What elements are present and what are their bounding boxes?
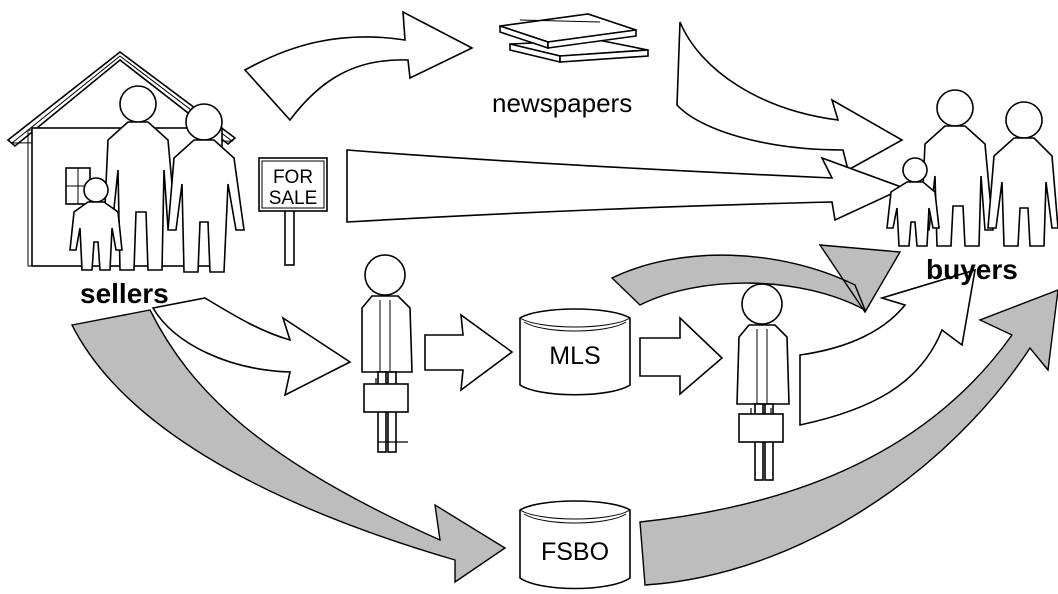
sign-line-2: SALE — [269, 188, 318, 209]
sellers-to-listing-agent-arrow — [151, 297, 352, 397]
newspaper-icon — [499, 13, 649, 64]
buyer-agent-to-buyers-arrow — [799, 268, 977, 426]
briefcase-icon — [738, 408, 784, 443]
mls-database-icon — [519, 308, 631, 396]
newspapers-label: newspapers — [492, 88, 632, 118]
newspapers-to-buyers-arrow — [676, 21, 904, 172]
mls-to-buyer-agent-arrow — [639, 316, 724, 396]
buyers-family-icon — [886, 89, 1058, 247]
mls-label: MLS — [549, 342, 600, 370]
fsbo-to-buyers-arrow — [639, 289, 1058, 586]
briefcase-icon — [363, 378, 409, 413]
buyer-agent-icon — [736, 283, 790, 481]
sellers-to-fsbo-arrow — [70, 309, 507, 584]
sign-line-1: FOR — [273, 167, 313, 188]
sign-to-buyers-arrow — [346, 149, 907, 223]
mls-to-buyers-arrow — [610, 244, 902, 314]
listing-agent-icon — [361, 254, 413, 453]
fsbo-label: FSBO — [541, 538, 609, 566]
buyers-label: buyers — [926, 254, 1018, 285]
for-sale-sign-icon — [258, 157, 328, 266]
sellers-family-icon — [69, 85, 245, 273]
agent-to-mls-arrow — [424, 313, 514, 392]
sellers-label: sellers — [80, 278, 169, 309]
sellers-to-newspapers-arrow — [243, 10, 474, 122]
fsbo-database-icon — [519, 500, 631, 590]
